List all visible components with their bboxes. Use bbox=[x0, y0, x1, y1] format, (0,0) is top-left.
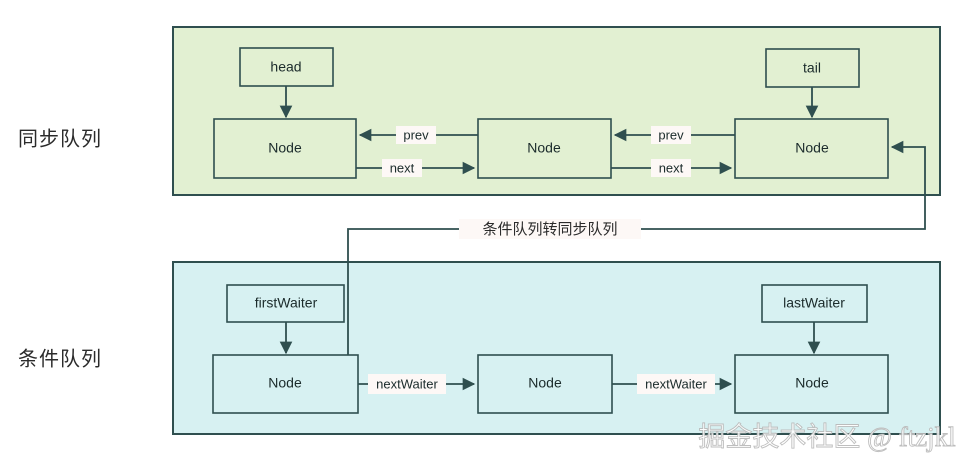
edge-next-2-label-bg bbox=[651, 159, 691, 177]
edge-prev-2-label-bg bbox=[651, 126, 691, 144]
sync-node-1[interactable] bbox=[213, 118, 357, 179]
edge-next-2-label: next bbox=[659, 160, 684, 175]
edge-next-1-label-bg bbox=[382, 159, 422, 177]
sync-node-2-label: Node bbox=[527, 140, 561, 156]
edge-prev-1-label: prev bbox=[403, 127, 429, 142]
edge-next-waiter-1-label: nextWaiter bbox=[376, 376, 438, 391]
condition-queue-label: 条件队列 bbox=[18, 347, 102, 370]
cond-node-1-label: Node bbox=[268, 375, 302, 391]
sync-node-3[interactable] bbox=[734, 118, 889, 179]
edge-next-1-label: next bbox=[390, 160, 415, 175]
cond-node-2[interactable] bbox=[477, 354, 613, 414]
edge-next-waiter-2-label: nextWaiter bbox=[645, 376, 707, 391]
watermark: 掘金技术社区 @ ftzjkl bbox=[698, 422, 955, 452]
edge-prev-2-label: prev bbox=[658, 127, 684, 142]
cond-node-3-label: Node bbox=[795, 375, 829, 391]
last-waiter-box[interactable] bbox=[761, 284, 868, 323]
cond-node-3[interactable] bbox=[734, 354, 889, 414]
last-waiter-box-label: lastWaiter bbox=[783, 295, 845, 311]
head-box-label: head bbox=[270, 59, 301, 75]
edge-prev-1-label-bg bbox=[396, 126, 436, 144]
edge-next-waiter-1-label-bg bbox=[368, 374, 446, 394]
cond-node-2-label: Node bbox=[528, 375, 562, 391]
sync-queue-label: 同步队列 bbox=[18, 127, 102, 150]
first-waiter-box[interactable] bbox=[226, 284, 345, 323]
sync-node-1-label: Node bbox=[268, 140, 302, 156]
transfer-edge-path bbox=[347, 140, 926, 355]
tail-box-label: tail bbox=[803, 60, 821, 76]
transfer-edge-label: 条件队列转同步队列 bbox=[482, 221, 617, 238]
transfer-edge-label-bg bbox=[459, 219, 641, 239]
sync-node-3-label: Node bbox=[795, 140, 829, 156]
head-box[interactable] bbox=[239, 47, 334, 87]
first-waiter-box-label: firstWaiter bbox=[255, 295, 318, 311]
edge-next-waiter-2-label-bg bbox=[637, 374, 715, 394]
cond-node-1[interactable] bbox=[212, 354, 359, 414]
sync-node-2[interactable] bbox=[477, 118, 612, 179]
